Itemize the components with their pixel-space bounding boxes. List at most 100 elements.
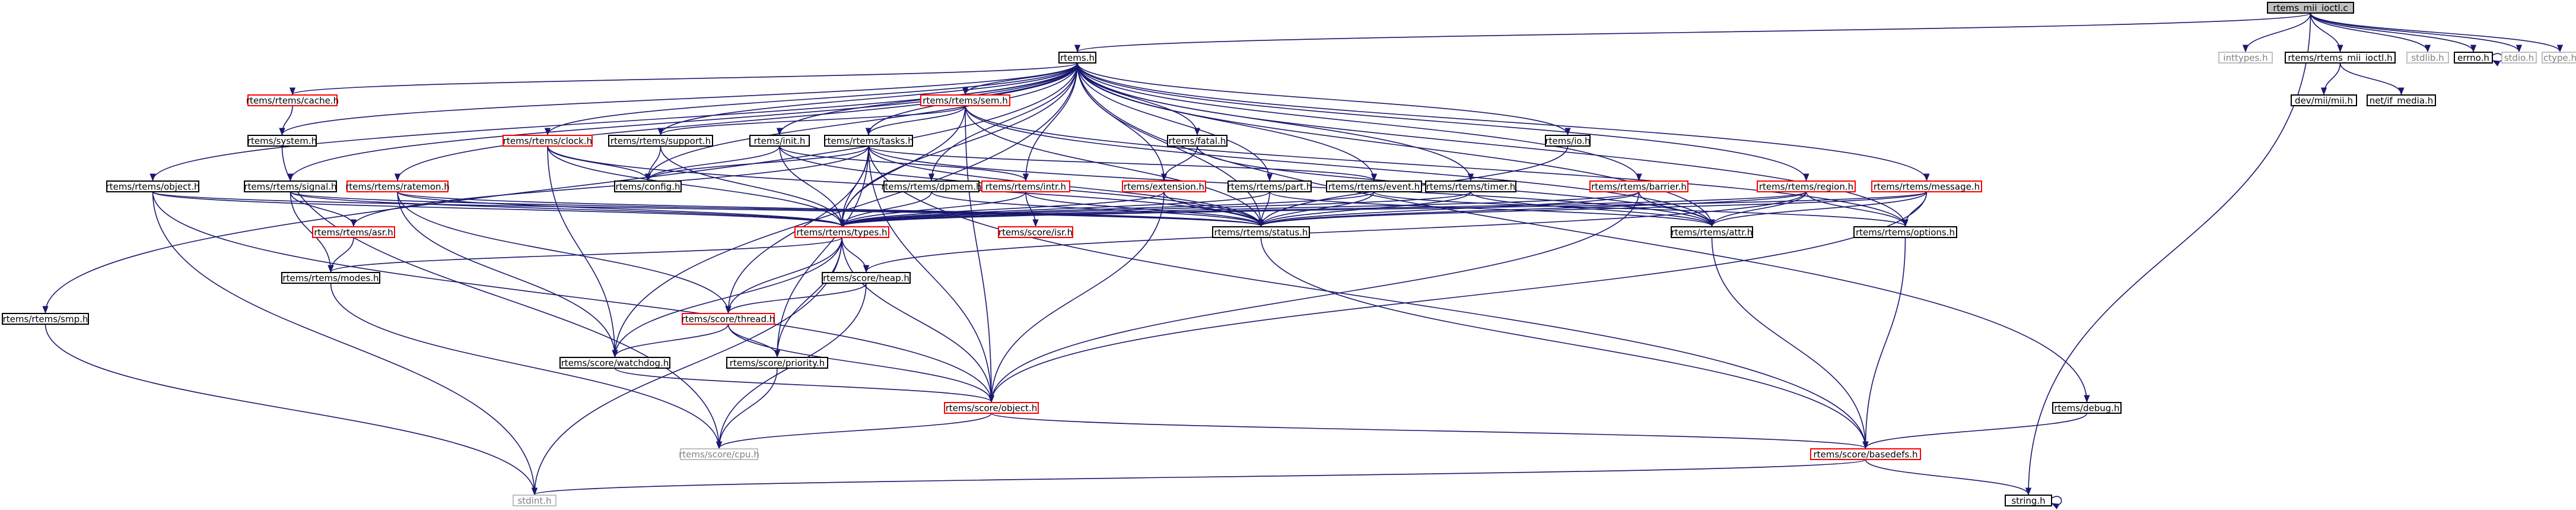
node-box bbox=[2005, 495, 2052, 506]
node-tasks[interactable]: rtems/rtems/tasks.h bbox=[823, 135, 914, 147]
node-message[interactable]: rtems/rtems/message.h bbox=[1871, 180, 1982, 192]
node-dev-mii[interactable]: dev/mii/mii.h bbox=[2291, 94, 2357, 106]
node-box bbox=[2501, 52, 2537, 64]
edge-basedefs-to-string bbox=[1865, 459, 2032, 496]
node-errno[interactable]: errno.h bbox=[2454, 52, 2493, 64]
node-types[interactable]: rtems/rtems/types.h bbox=[794, 226, 889, 238]
node-modes[interactable]: rtems/rtems/modes.h bbox=[281, 272, 380, 284]
node-config[interactable]: rtems/config.h bbox=[614, 180, 682, 192]
node-box bbox=[2, 313, 89, 325]
node-label: rtems/rtems/dpmem.h bbox=[881, 182, 981, 192]
node-extension[interactable]: rtems/extension.h bbox=[1122, 180, 1206, 192]
edge-watchdog-to-score_object bbox=[614, 368, 994, 403]
node-label: rtems/rtems/barrier.h bbox=[1591, 182, 1687, 192]
node-box bbox=[2406, 52, 2449, 64]
edge-part-to-attr bbox=[1269, 191, 1715, 227]
node-box bbox=[503, 135, 593, 147]
node-stdlib[interactable]: stdlib.h bbox=[2406, 52, 2449, 64]
node-label: rtems/rtems_mii_ioctl.h bbox=[2288, 53, 2392, 64]
node-label: stdlib.h bbox=[2411, 53, 2444, 64]
node-box bbox=[244, 180, 337, 192]
node-event[interactable]: rtems/rtems/event.h bbox=[1326, 180, 1422, 192]
node-status[interactable]: rtems/rtems/status.h bbox=[1212, 226, 1310, 238]
edge-priority-to-cpu bbox=[715, 368, 778, 449]
node-label: rtems/rtems/cache.h bbox=[246, 96, 339, 106]
node-dpmem[interactable]: rtems/rtems/dpmem.h bbox=[881, 180, 982, 192]
node-fatal[interactable]: rtems/fatal.h bbox=[1167, 135, 1227, 147]
node-system[interactable]: rtems/system.h bbox=[247, 135, 317, 147]
node-stdio[interactable]: stdio.h bbox=[2501, 52, 2537, 64]
node-init[interactable]: rtems/init.h bbox=[749, 135, 810, 147]
edge-rtems_h-to-cache bbox=[290, 62, 1078, 96]
node-stdint[interactable]: stdint.h bbox=[513, 495, 556, 506]
node-ctype[interactable]: ctype.h bbox=[2542, 52, 2576, 64]
edge-tasks-to-priority bbox=[774, 145, 869, 358]
edge-root-to-string bbox=[2025, 12, 2311, 496]
node-timer[interactable]: rtems/rtems/timer.h bbox=[1425, 180, 1516, 192]
edge-debug-to-basedefs bbox=[1862, 413, 2088, 449]
node-box bbox=[614, 180, 682, 192]
edge-types-to-heap bbox=[841, 237, 870, 273]
node-region[interactable]: rtems/rtems/region.h bbox=[1757, 180, 1856, 192]
edge-tasks-to-config bbox=[645, 145, 869, 182]
node-label: rtems/rtems/types.h bbox=[796, 227, 887, 238]
node-part[interactable]: rtems/rtems/part.h bbox=[1227, 180, 1312, 192]
node-box bbox=[794, 226, 889, 238]
edge-rtems_h-to-config bbox=[644, 62, 1078, 182]
node-net-if-media[interactable]: net/if_media.h bbox=[2367, 94, 2436, 107]
edge-signal-to-types bbox=[290, 191, 845, 227]
node-rtems-h[interactable]: rtems.h bbox=[1058, 52, 1096, 64]
node-sem[interactable]: rtems/rtems/sem.h bbox=[920, 94, 1010, 106]
node-attr[interactable]: rtems/rtems/attr.h bbox=[1671, 226, 1753, 238]
node-label: rtems.h bbox=[1060, 53, 1095, 64]
edge-ratemon-to-types bbox=[397, 191, 845, 227]
node-priority[interactable]: rtems/score/priority.h bbox=[726, 357, 828, 369]
edge-types-to-thread bbox=[725, 237, 842, 314]
node-cpu[interactable]: rtems/score/cpu.h bbox=[679, 448, 759, 460]
node-support[interactable]: rtems/rtems/support.h bbox=[608, 135, 713, 147]
node-heap[interactable]: rtems/score/heap.h bbox=[822, 272, 911, 284]
edge-root-to-inttypes bbox=[2242, 12, 2311, 53]
node-thread[interactable]: rtems/score/thread.h bbox=[682, 313, 775, 325]
node-root[interactable]: rtems_mii_ioctl.c bbox=[2267, 2, 2354, 14]
edge-rtems_h-to-system bbox=[279, 62, 1078, 136]
node-ratemon[interactable]: rtems/rtems/ratemon.h bbox=[345, 180, 450, 192]
edge-root-to-ctype bbox=[2310, 12, 2563, 53]
node-smp[interactable]: rtems/rtems/smp.h bbox=[2, 313, 89, 325]
node-box bbox=[2052, 402, 2122, 414]
node-io[interactable]: rtems/io.h bbox=[1545, 135, 1591, 147]
node-label: rtems_mii_ioctl.c bbox=[2273, 3, 2348, 14]
node-label: rtems/rtems/options.h bbox=[1856, 227, 1955, 238]
node-score-object[interactable]: rtems/score/object.h bbox=[944, 402, 1039, 414]
node-box bbox=[2285, 52, 2396, 64]
node-signal[interactable]: rtems/rtems/signal.h bbox=[244, 180, 337, 192]
node-string[interactable]: string.h bbox=[2005, 495, 2052, 506]
node-inttypes[interactable]: inttypes.h bbox=[2218, 52, 2273, 64]
node-clock[interactable]: rtems/rtems/clock.h bbox=[503, 135, 593, 147]
node-barrier[interactable]: rtems/rtems/barrier.h bbox=[1589, 180, 1688, 192]
node-debug[interactable]: rtems/debug.h bbox=[2052, 402, 2122, 414]
edge-types-to-score_object bbox=[841, 237, 995, 403]
node-object[interactable]: rtems/rtems/object.h bbox=[106, 180, 200, 192]
node-label: errno.h bbox=[2457, 53, 2489, 64]
node-rtems-mii-ioctl-h[interactable]: rtems/rtems_mii_ioctl.h bbox=[2285, 52, 2396, 64]
node-asr[interactable]: rtems/rtems/asr.h bbox=[312, 226, 395, 238]
node-box bbox=[346, 180, 449, 192]
edge-ratemon-to-watchdog bbox=[397, 191, 618, 358]
edge-rtems_h-to-signal bbox=[287, 62, 1078, 182]
edge-message-to-types bbox=[839, 191, 1928, 227]
node-label: dev/mii/mii.h bbox=[2295, 96, 2353, 106]
node-isr[interactable]: rtems/score/isr.h bbox=[998, 226, 1073, 238]
edge-sem-to-attr bbox=[965, 105, 1715, 227]
node-basedefs[interactable]: rtems/score/basedefs.h bbox=[1810, 448, 1921, 460]
node-options[interactable]: rtems/rtems/options.h bbox=[1853, 226, 1957, 238]
edge-barrier-to-score_object bbox=[988, 191, 1640, 403]
node-cache[interactable]: rtems/rtems/cache.h bbox=[246, 94, 339, 106]
node-watchdog[interactable]: rtems/score/watchdog.h bbox=[559, 357, 670, 369]
edge-tasks-to-asr bbox=[351, 145, 869, 227]
edge-layer bbox=[42, 12, 2563, 509]
edge-clock-to-watchdog bbox=[547, 145, 618, 358]
node-intr[interactable]: rtems/rtems/intr.h bbox=[981, 180, 1070, 192]
node-label: rtems/score/basedefs.h bbox=[1814, 449, 1918, 460]
edge-sem-to-status bbox=[965, 105, 1264, 227]
